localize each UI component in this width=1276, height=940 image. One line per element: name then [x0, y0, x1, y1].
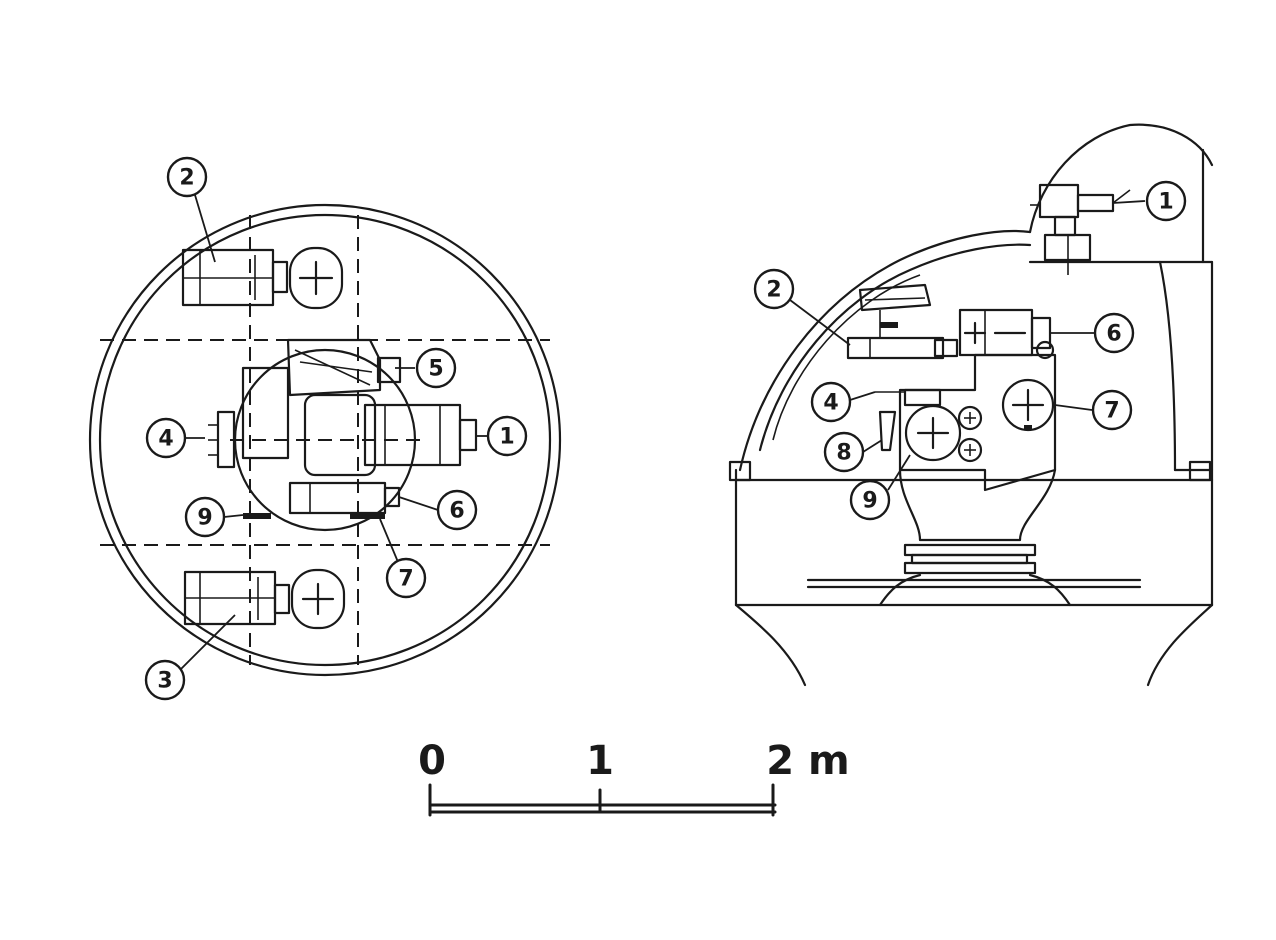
device-2-plan — [181, 246, 344, 310]
callout-plan-1: 1 — [486, 415, 528, 457]
svg-text:5: 5 — [428, 357, 443, 382]
callout-side-9: 9 — [849, 479, 891, 521]
svg-text:1: 1 — [1158, 190, 1173, 215]
device-8-side — [878, 410, 897, 452]
svg-text:6: 6 — [1106, 322, 1121, 347]
callout-side-8: 8 — [823, 431, 865, 473]
svg-text:8: 8 — [836, 441, 851, 466]
side-view — [728, 123, 1214, 687]
scale-tick-1: 1 — [586, 738, 614, 784]
svg-text:1: 1 — [499, 425, 514, 450]
dome-outer — [738, 229, 1032, 472]
svg-text:4: 4 — [158, 427, 173, 452]
svg-text:6: 6 — [449, 499, 464, 524]
callout-side-6: 6 — [1093, 312, 1135, 354]
svg-text:9: 9 — [197, 506, 212, 531]
device-6-side — [958, 308, 1055, 360]
device-3-plan — [183, 568, 346, 630]
callout-plan-5: 5 — [415, 347, 457, 389]
callout-side-1: 1 — [1145, 180, 1187, 222]
callout-plan-3: 3 — [144, 659, 186, 701]
svg-text:3: 3 — [157, 669, 172, 694]
callout-plan-4: 4 — [145, 417, 187, 459]
callout-side-7: 7 — [1091, 389, 1133, 431]
callout-plan-6: 6 — [436, 489, 478, 531]
svg-text:2: 2 — [766, 278, 781, 303]
plan-view — [88, 194, 562, 677]
pedestal-side — [806, 468, 1142, 607]
svg-text:2: 2 — [179, 166, 194, 191]
cupola-dome — [1028, 123, 1214, 234]
main-body-side — [898, 353, 1057, 492]
scale-bar: 0 1 2 m — [418, 738, 850, 817]
outer-ring — [88, 203, 562, 677]
dome-inner — [758, 243, 1032, 452]
scale-tick-2: 2 m — [766, 738, 849, 784]
turret-assembly-plan — [208, 338, 478, 519]
callout-plan-9: 9 — [184, 496, 226, 538]
svg-text:7: 7 — [1104, 399, 1119, 424]
svg-text:7: 7 — [398, 567, 413, 592]
callout-side-4: 4 — [810, 381, 852, 423]
scale-tick-0: 0 — [418, 738, 446, 784]
svg-text:4: 4 — [823, 391, 838, 416]
device-1-side — [1030, 183, 1131, 275]
callout-plan-2: 2 — [166, 156, 208, 198]
svg-text:9: 9 — [862, 489, 877, 514]
device-2-side — [846, 283, 959, 360]
callout-side-2: 2 — [753, 268, 795, 310]
device-9-side — [875, 388, 983, 463]
callout-plan-7: 7 — [385, 557, 427, 599]
outer-ring-inner — [98, 213, 552, 667]
